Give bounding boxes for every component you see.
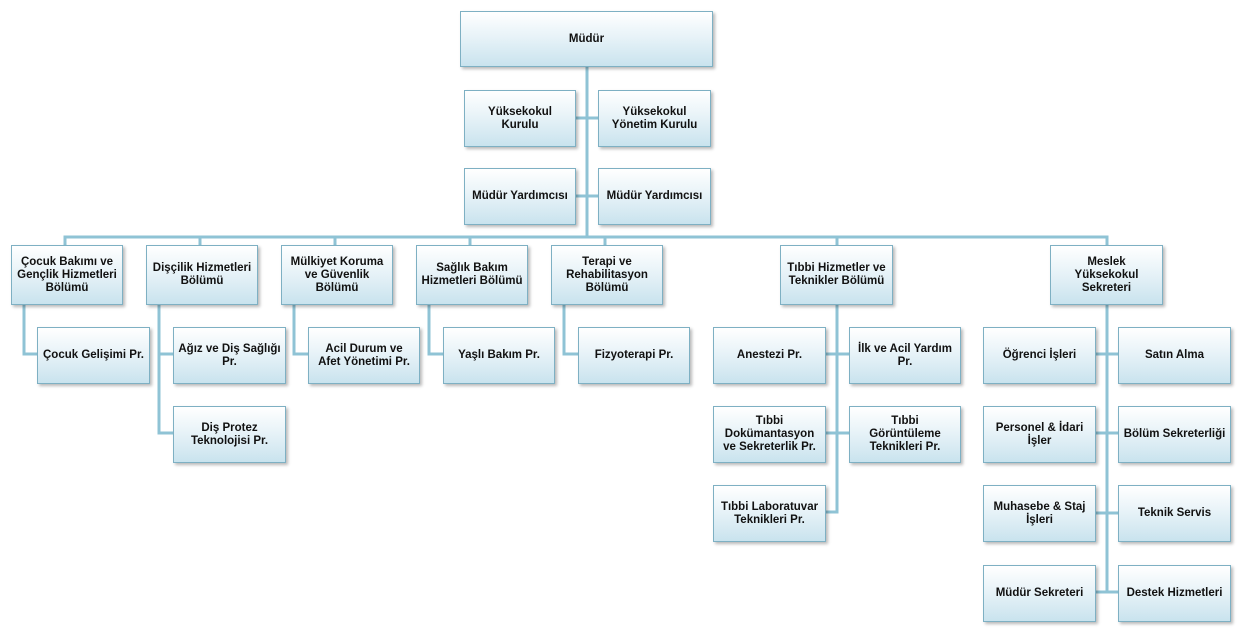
node-ogrenci-isleri: Öğrenci İşleri	[983, 327, 1096, 384]
node-teknik-servis: Teknik Servis	[1118, 485, 1231, 542]
node-dis-protez: Diş Protez Teknolojisi Pr.	[173, 406, 286, 463]
node-tibbi-bolumu: Tıbbi Hizmetler ve Teknikler Bölümü	[780, 245, 893, 305]
node-destek-hizmetleri: Destek Hizmetleri	[1118, 565, 1231, 622]
node-tibbi-dokumantasyon: Tıbbi Dokümantasyon ve Sekreterlik Pr.	[713, 406, 826, 463]
node-personel-idari: Personel & İdari İşler	[983, 406, 1096, 463]
node-acil-durum: Acil Durum ve Afet Yönetimi Pr.	[308, 327, 420, 384]
node-mulkiyet-bolumu: Mülkiyet Koruma ve Güvenlik Bölümü	[281, 245, 393, 305]
node-terapi-bolumu: Terapi ve Rehabilitasyon Bölümü	[551, 245, 663, 305]
node-tibbi-laboratuvar: Tıbbi Laboratuvar Teknikleri Pr.	[713, 485, 826, 542]
node-yasli-bakim: Yaşlı Bakım Pr.	[443, 327, 555, 384]
node-tibbi-goruntuleme: Tıbbi Görüntüleme Teknikleri Pr.	[849, 406, 961, 463]
node-mudur-sekreteri: Müdür Sekreteri	[983, 565, 1096, 622]
node-yuksekokul-kurulu: Yüksekokul Kurulu	[464, 90, 576, 147]
node-bolum-sekreterligi: Bölüm Sekreterliği	[1118, 406, 1231, 463]
node-mudur: Müdür	[460, 11, 713, 67]
node-ilk-acil: İlk ve Acil Yardım Pr.	[849, 327, 961, 384]
node-satin-alma: Satın Alma	[1118, 327, 1231, 384]
node-discilik-bolumu: Dişçilik Hizmetleri Bölümü	[146, 245, 258, 305]
node-mudur-yardimcisi-1: Müdür Yardımcısı	[464, 168, 576, 225]
node-anestezi: Anestezi Pr.	[713, 327, 826, 384]
node-muhasebe-staj: Muhasebe & Staj İşleri	[983, 485, 1096, 542]
node-meslek-sekreteri: Meslek Yüksekokul Sekreteri	[1050, 245, 1163, 305]
node-cocuk-gelisimi: Çocuk Gelişimi Pr.	[37, 327, 150, 384]
node-agiz-dis: Ağız ve Diş Sağlığı Pr.	[173, 327, 286, 384]
node-saglik-bakim-bolumu: Sağlık Bakım Hizmetleri Bölümü	[416, 245, 528, 305]
node-yuksekokul-yonetim-kurulu: Yüksekokul Yönetim Kurulu	[598, 90, 711, 147]
node-fizyoterapi: Fizyoterapi Pr.	[578, 327, 690, 384]
node-cocuk-bakimi-bolumu: Çocuk Bakımı ve Gençlik Hizmetleri Bölüm…	[11, 245, 123, 305]
node-mudur-yardimcisi-2: Müdür Yardımcısı	[598, 168, 711, 225]
